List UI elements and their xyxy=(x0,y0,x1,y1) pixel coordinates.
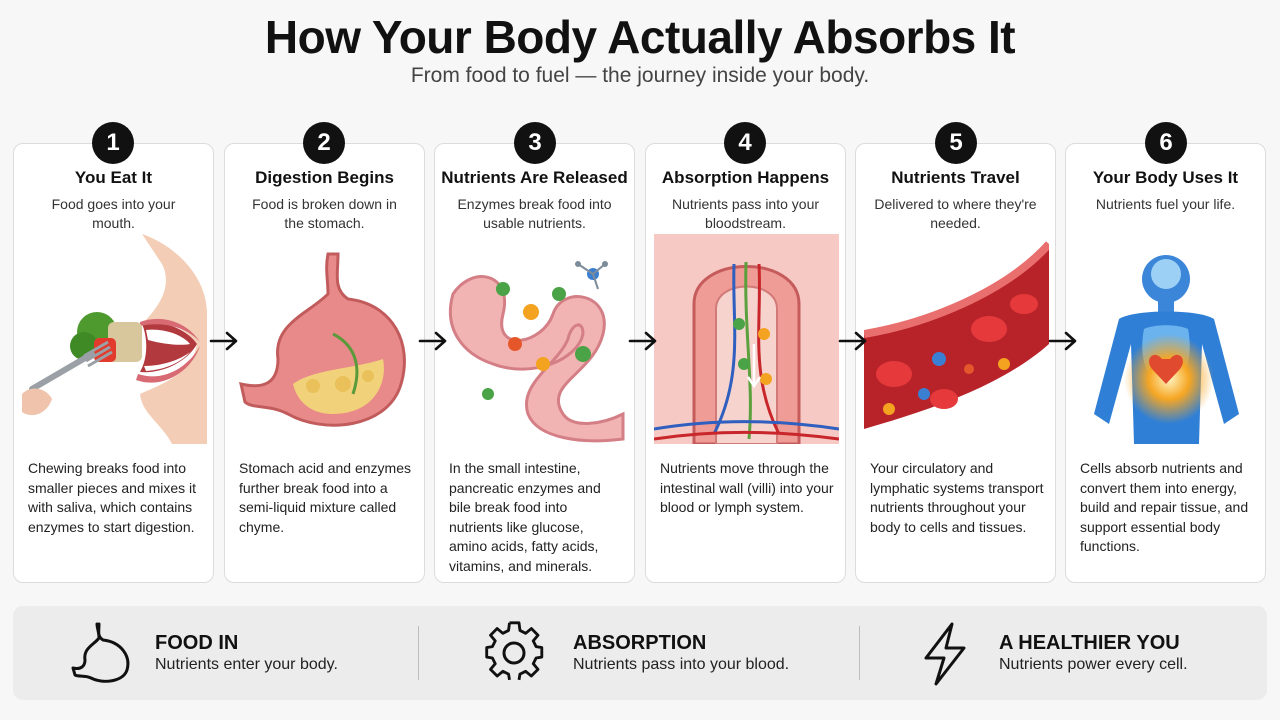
mouth-eating-icon xyxy=(22,234,207,444)
step-description: Chewing breaks food into smaller pieces … xyxy=(28,460,197,535)
step-title: Nutrients Travel xyxy=(891,168,1020,187)
right-arrow-icon xyxy=(838,331,867,351)
step-card-absorption: Absorption Happens Nutrients pass into y… xyxy=(645,143,846,583)
right-arrow-icon xyxy=(418,331,447,351)
step-number: 2 xyxy=(317,129,331,156)
step-title: Nutrients Are Released xyxy=(441,168,628,187)
right-arrow-icon xyxy=(1048,331,1077,351)
step-number: 4 xyxy=(738,129,752,156)
step-number-badge: 3 xyxy=(514,122,556,164)
right-arrow-icon xyxy=(628,331,657,351)
divider xyxy=(859,626,860,680)
step-title: Your Body Uses It xyxy=(1092,168,1239,187)
step-description: Nutrients move through the intestinal wa… xyxy=(660,460,834,516)
step-number: 1 xyxy=(106,129,120,156)
villi-icon xyxy=(654,234,839,444)
summary-heading: A HEALTHIER YOU xyxy=(999,632,1180,654)
glowing-body-icon xyxy=(1094,255,1239,444)
divider xyxy=(418,626,419,680)
summary-heading: FOOD IN xyxy=(155,632,239,654)
step-subtitle: Nutrients fuel your life. xyxy=(1095,196,1236,212)
step-subtitle: Delivered to where they're needed. xyxy=(874,196,1037,231)
right-arrow-icon xyxy=(209,331,238,351)
step-card-digestion: Digestion Begins Food is broken down in … xyxy=(224,143,425,583)
summary-text: Nutrients power every cell. xyxy=(999,656,1188,673)
summary-item-healthier-you: A HEALTHIER YOU Nutrients power every ce… xyxy=(860,606,1267,700)
step-description: Cells absorb nutrients and convert them … xyxy=(1080,460,1249,555)
step-title: Absorption Happens xyxy=(661,168,830,187)
summary-text: Nutrients enter your body. xyxy=(155,656,338,673)
page-title: How Your Body Actually Absorbs It xyxy=(264,11,1016,63)
step-card-nutrients-travel: Nutrients Travel Delivered to where they… xyxy=(855,143,1056,583)
lightning-bolt-icon xyxy=(924,622,966,686)
step-subtitle: Food is broken down in the stomach. xyxy=(252,196,397,231)
summary-item-food-in: FOOD IN Nutrients enter your body. xyxy=(13,606,418,700)
step-description: Stomach acid and enzymes further break f… xyxy=(239,460,411,535)
step-description: In the small intestine, pancreatic enzym… xyxy=(449,460,601,574)
step-description: Your circulatory and lymphatic systems t… xyxy=(870,460,1044,535)
step-number-badge: 4 xyxy=(724,122,766,164)
summary-item-absorption: ABSORPTION Nutrients pass into your bloo… xyxy=(419,606,859,700)
step-number-badge: 2 xyxy=(303,122,345,164)
summary-heading: ABSORPTION xyxy=(573,632,707,654)
step-title: Digestion Begins xyxy=(255,168,394,187)
stomach-icon xyxy=(239,252,406,427)
step-subtitle: Food goes into your mouth. xyxy=(51,196,176,231)
step-card-body-uses: Your Body Uses It Nutrients fuel your li… xyxy=(1065,143,1266,583)
step-number-badge: 6 xyxy=(1145,122,1187,164)
summary-bar: FOOD IN Nutrients enter your body. ABSOR… xyxy=(13,606,1267,700)
small-intestine-icon xyxy=(448,261,625,443)
step-number: 5 xyxy=(949,129,963,156)
blood-vessel-icon xyxy=(864,241,1049,429)
step-subtitle: Nutrients pass into your bloodstream. xyxy=(671,196,820,231)
page-subtitle: From food to fuel — the journey inside y… xyxy=(410,64,870,87)
step-card-nutrients-released: Nutrients Are Released Enzymes break foo… xyxy=(434,143,635,583)
step-title: You Eat It xyxy=(74,168,153,187)
step-number-badge: 1 xyxy=(92,122,134,164)
summary-text: Nutrients pass into your blood. xyxy=(573,656,790,673)
stomach-outline-icon xyxy=(71,622,130,683)
step-card-eat: You Eat It Food goes into your mouth. Ch… xyxy=(13,143,214,583)
step-number: 6 xyxy=(1159,129,1173,156)
step-subtitle: Enzymes break food into usable nutrients… xyxy=(457,196,612,231)
step-number-badge: 5 xyxy=(935,122,977,164)
gear-icon xyxy=(485,621,544,681)
step-number: 3 xyxy=(528,129,542,156)
